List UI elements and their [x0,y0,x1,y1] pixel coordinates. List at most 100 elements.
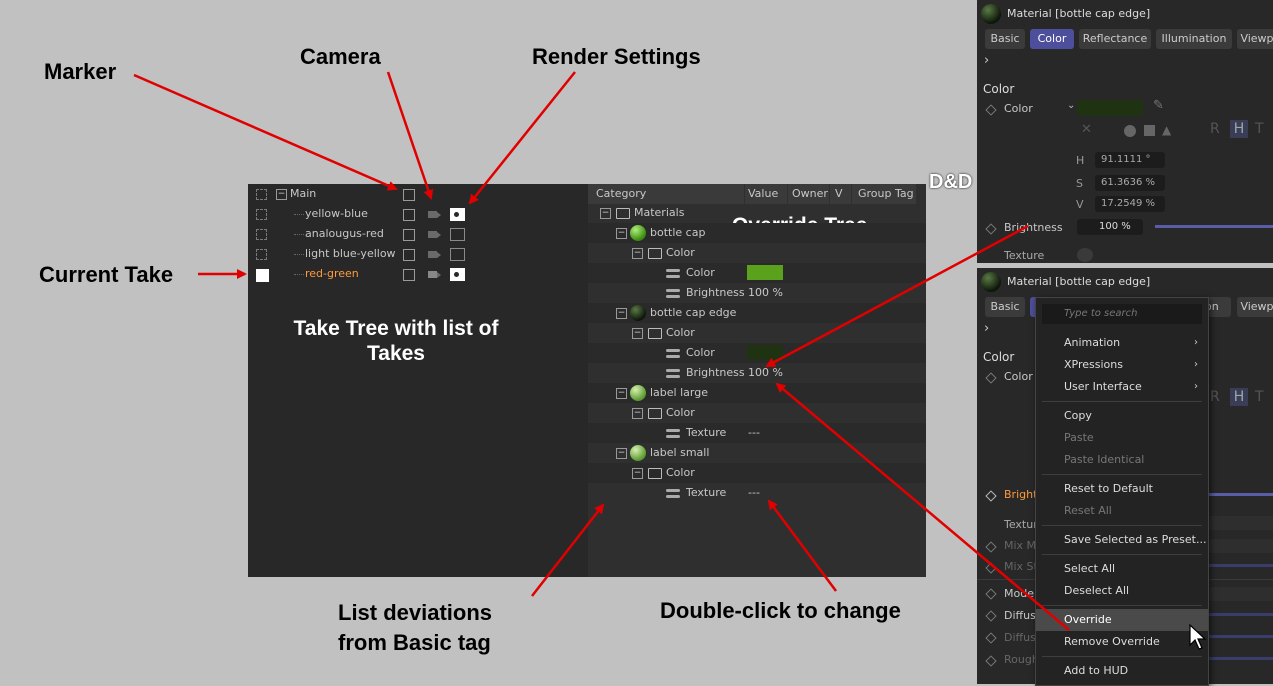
mode-t[interactable]: T [1255,121,1264,137]
brightness-slider[interactable] [1155,225,1273,228]
take-check-checkbox[interactable] [403,269,415,281]
v-field[interactable]: 17.2549 % [1095,196,1165,212]
tab-basic[interactable]: Basic [985,29,1025,49]
mix-strength-slider[interactable] [1207,564,1273,567]
override-row[interactable]: −Color [588,323,926,343]
texture-dropdown-icon[interactable] [1077,248,1093,262]
col-value[interactable]: Value [745,184,787,204]
menu-item-add-to-hud[interactable]: Add to HUD [1036,660,1208,682]
mode-r[interactable]: R [1210,121,1220,137]
menu-item-copy[interactable]: Copy [1036,405,1208,427]
take-item[interactable]: analougus-red [305,227,384,240]
col-v[interactable]: V [830,184,851,204]
mode-h[interactable]: H [1230,388,1248,406]
expand-chevron-icon[interactable]: › [984,321,990,336]
collapse-toggle-icon[interactable]: − [632,468,643,479]
roughness-slider[interactable] [1207,657,1273,660]
diffuse-level-slider[interactable] [1207,635,1273,638]
take-check-checkbox[interactable] [403,209,415,221]
take-marker-icon[interactable] [256,229,267,240]
col-group-tag[interactable]: Group Tag [852,184,916,204]
override-row[interactable]: −Materials [588,203,926,223]
color-circle-icon[interactable] [1124,125,1136,137]
h-field[interactable]: 91.1111 ° [1095,152,1165,168]
mix-mode-field[interactable] [1207,539,1273,553]
menu-item-xpressions[interactable]: XPressions› [1036,354,1208,376]
override-value[interactable]: --- [748,486,760,499]
camera-icon[interactable] [428,251,441,258]
override-row[interactable]: −Color [588,403,926,423]
collapse-toggle-icon[interactable]: − [616,388,627,399]
tab-viewport[interactable]: Viewp [1237,297,1273,317]
take-item[interactable]: yellow-blue [305,207,368,220]
collapse-toggle-icon[interactable]: − [632,248,643,259]
take-marker-icon[interactable] [256,189,267,200]
menu-item-deselect-all[interactable]: Deselect All [1036,580,1208,602]
render-settings-icon[interactable] [450,268,465,281]
take-marker-icon[interactable] [256,209,267,220]
tab-reflectance[interactable]: Reflectance [1079,29,1151,49]
override-row[interactable]: −Color [588,463,926,483]
menu-item-paste[interactable]: Paste [1036,427,1208,449]
menu-item-reset-to-default[interactable]: Reset to Default [1036,478,1208,500]
texture-field[interactable] [1207,516,1273,530]
override-row[interactable]: −Color [588,243,926,263]
collapse-toggle-icon[interactable]: − [616,308,627,319]
tab-illumination[interactable]: Illumination [1156,29,1232,49]
collapse-toggle-icon[interactable]: − [632,328,643,339]
menu-item-paste-identical[interactable]: Paste Identical [1036,449,1208,471]
brightness-field[interactable]: 100 % [1077,219,1143,235]
override-value[interactable]: 100 % [748,286,783,299]
color-square-icon[interactable] [1144,125,1155,136]
brightness-slider[interactable] [1207,493,1273,496]
override-row[interactable]: −bottle cap edge [588,303,926,323]
render-settings-icon[interactable] [450,208,465,221]
s-field[interactable]: 61.3636 % [1095,175,1165,191]
menu-item-select-all[interactable]: Select All [1036,558,1208,580]
mode-r[interactable]: R [1210,389,1220,405]
render-settings-icon[interactable] [450,248,465,261]
override-row[interactable]: Color [588,343,926,363]
tab-basic[interactable]: Basic [985,297,1025,317]
menu-item-user-interface[interactable]: User Interface› [1036,376,1208,398]
color-swatch[interactable] [1077,100,1143,116]
camera-icon[interactable] [428,211,441,218]
menu-item-animation[interactable]: Animation› [1036,332,1208,354]
take-marker-icon[interactable] [256,249,267,260]
collapse-toggle-icon[interactable]: − [616,228,627,239]
collapse-toggle-icon[interactable]: − [632,408,643,419]
col-category[interactable]: Category [588,184,744,204]
camera-icon[interactable] [428,271,441,278]
color-swatch[interactable] [747,265,783,280]
override-row[interactable]: −label large [588,383,926,403]
override-row[interactable]: −bottle cap [588,223,926,243]
tab-viewport[interactable]: Viewp [1237,29,1273,49]
collapse-toggle-icon[interactable]: − [600,208,611,219]
mode-h[interactable]: H [1230,120,1248,138]
override-row[interactable]: Color [588,263,926,283]
expand-chevron-icon[interactable]: › [984,53,990,68]
eyedropper-icon[interactable]: ✎ [1153,98,1164,113]
collapse-toggle-icon[interactable]: − [616,448,627,459]
override-row[interactable]: Texture--- [588,483,926,503]
take-item[interactable]: light blue-yellow [305,247,396,260]
chevron-down-icon[interactable]: ⌄ [1067,100,1076,111]
tab-color[interactable]: Color [1030,29,1074,49]
menu-item-reset-all[interactable]: Reset All [1036,500,1208,522]
col-owner[interactable]: Owner [788,184,829,204]
camera-icon[interactable] [428,231,441,238]
take-item[interactable]: Main [290,187,317,200]
color-swatch[interactable] [747,345,783,360]
menu-item-override[interactable]: Override [1036,609,1208,631]
menu-item-save-selected-as-preset[interactable]: Save Selected as Preset... [1036,529,1208,551]
color-wheel-icon[interactable]: ✕ [1081,122,1092,137]
menu-item-remove-override[interactable]: Remove Override [1036,631,1208,653]
take-check-checkbox[interactable] [403,229,415,241]
render-settings-icon[interactable] [450,228,465,241]
override-row[interactable]: −label small [588,443,926,463]
take-marker-icon[interactable] [256,269,269,282]
image-icon[interactable]: ▲ [1162,123,1172,137]
menu-search-input[interactable]: Type to search [1042,304,1202,324]
